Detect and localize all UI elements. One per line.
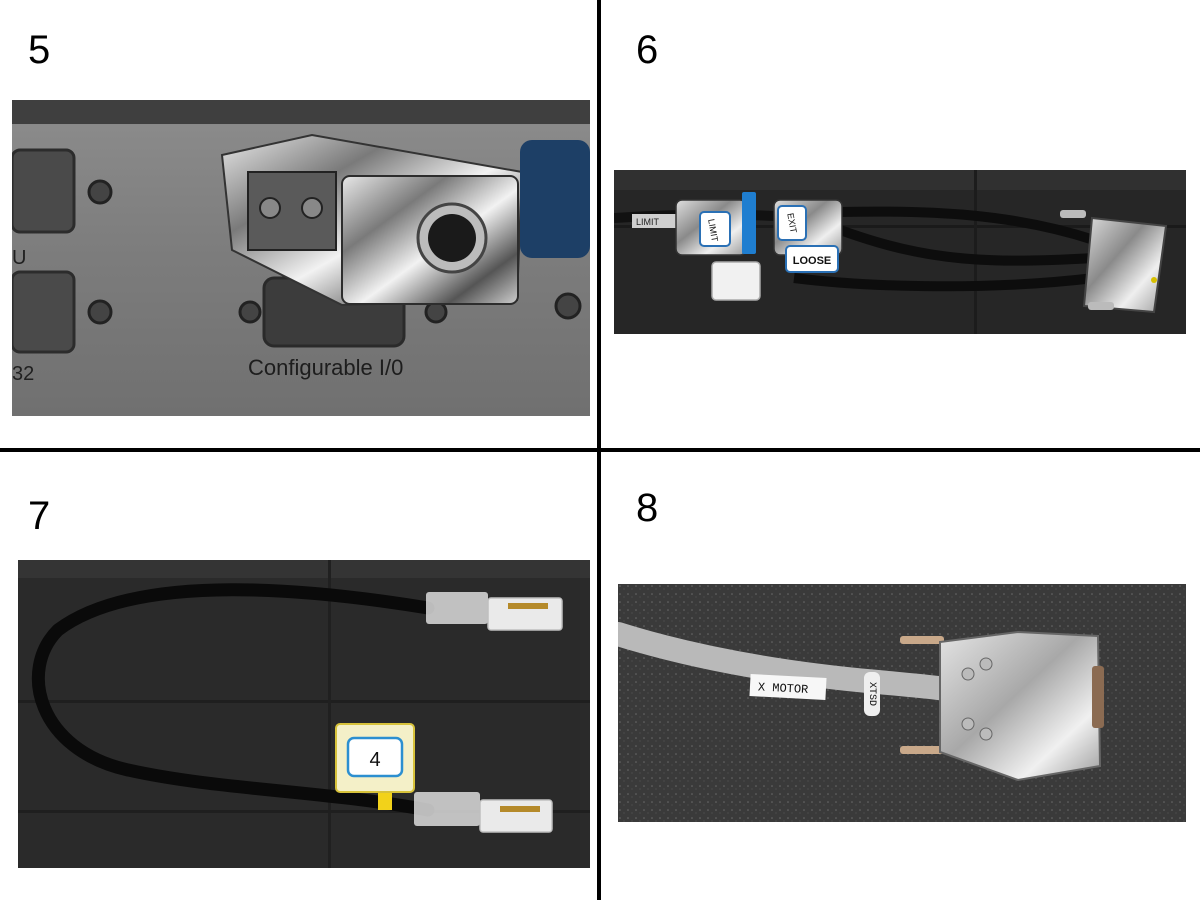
tag-number: 4 — [369, 749, 380, 771]
panel-7-photo: 4 — [18, 560, 590, 868]
panel-5-photo: U 32 Configurable I/0 — [12, 100, 590, 416]
configurable-io-label: Configurable I/0 — [248, 355, 403, 380]
panel-8-photo: X MOTOR XTSD — [618, 584, 1186, 822]
panel-7-number: 7 — [28, 494, 51, 538]
panel-5-number: 5 — [28, 28, 51, 72]
tag-exit: EXIT — [785, 212, 798, 234]
label-32: 32 — [12, 363, 34, 385]
limit-cable-label: LIMIT — [636, 217, 660, 227]
panel-6-photo: LIMIT LIMIT EXIT LOOSE — [614, 170, 1186, 334]
cable-side-label: XTSD — [866, 682, 877, 706]
tag-limit: LIMIT — [706, 218, 720, 243]
panel-6-number: 6 — [636, 28, 659, 72]
horizontal-divider — [0, 448, 1200, 452]
panel-8-number: 8 — [636, 486, 659, 530]
cable-label: X MOTOR — [758, 680, 809, 697]
label-u: U — [12, 247, 26, 269]
tag-loose: LOOSE — [793, 255, 832, 267]
